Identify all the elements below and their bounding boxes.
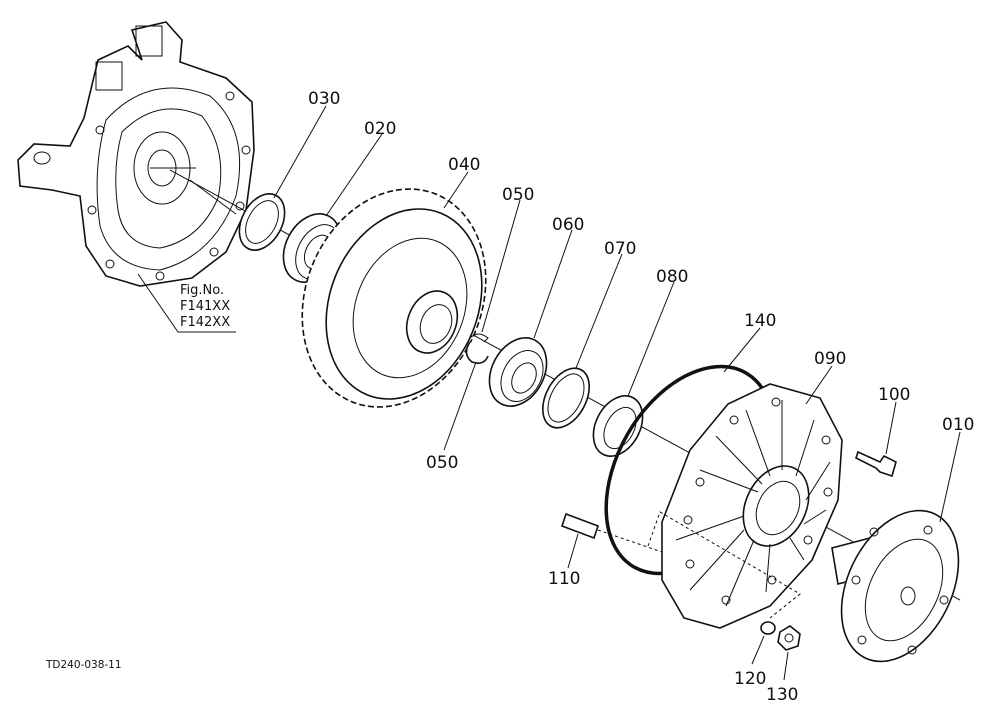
callout-020: 020 [364, 119, 396, 139]
fig-code-2: F142XX [180, 315, 230, 330]
part-090-hub-case [661, 383, 843, 629]
part-050-snap-ring [465, 333, 489, 364]
part-130-nut [777, 625, 801, 651]
housing-drawing [17, 21, 255, 287]
part-030-oil-seal [238, 193, 286, 251]
part-110-stud [560, 512, 663, 553]
callout-040: 040 [448, 155, 480, 175]
part-120-spring-washer [760, 621, 776, 635]
callout-labels: 030 020 040 050 060 070 080 140 090 100 … [308, 89, 974, 705]
callout-010: 010 [942, 415, 974, 435]
callout-030: 030 [308, 89, 340, 109]
callout-060: 060 [552, 215, 584, 235]
callout-130: 130 [766, 685, 798, 705]
callout-120: 120 [734, 669, 766, 689]
callout-140: 140 [744, 311, 776, 331]
part-040-bevel-gear [301, 188, 487, 408]
callout-110: 110 [548, 569, 580, 589]
figure-reference: Fig.No. F141XX F142XX [180, 283, 230, 330]
callout-070: 070 [604, 239, 636, 259]
part-080-oil-seal [592, 395, 644, 457]
part-010-axle-flange [831, 509, 960, 663]
fig-code-1: F141XX [180, 299, 230, 314]
callout-090: 090 [814, 349, 846, 369]
callout-100: 100 [878, 385, 910, 405]
callout-050-top: 050 [502, 185, 534, 205]
callout-080: 080 [656, 267, 688, 287]
part-100-bolt [855, 450, 897, 478]
document-code: TD240-038-11 [45, 659, 122, 671]
leader-lines [137, 105, 961, 681]
part-070-shim-ring [542, 367, 590, 429]
fig-no-label: Fig.No. [180, 283, 224, 298]
part-060-ball-bearing [488, 337, 548, 407]
callout-050-bottom: 050 [426, 453, 458, 473]
